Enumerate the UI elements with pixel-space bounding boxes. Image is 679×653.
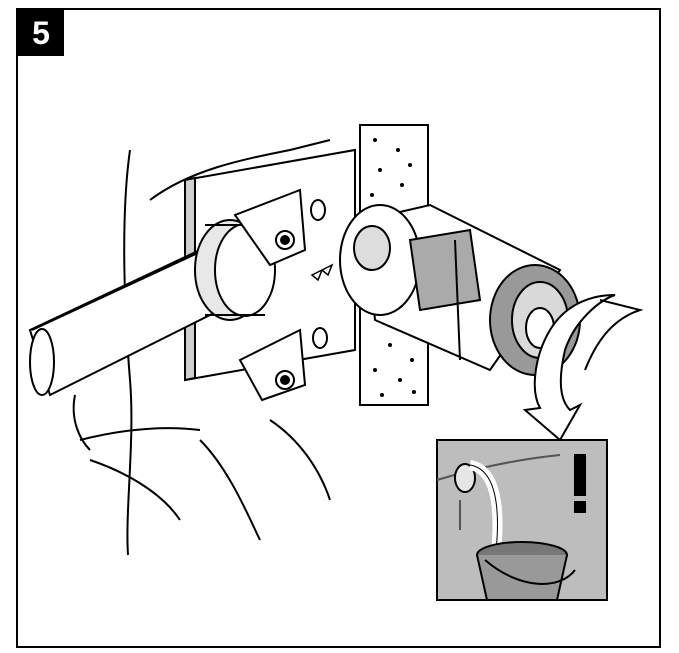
background-sketch — [72, 139, 331, 556]
mounting-bracket-bottom — [238, 327, 328, 402]
rotation-arrow-icon — [522, 294, 644, 442]
mounting-bracket-top — [233, 188, 326, 267]
step-number-badge: 5 — [18, 10, 64, 56]
flow-arrow-marks — [310, 263, 334, 282]
warning-mark-text: ! — [0, 0, 1, 1]
drain-warning-inset: ! — [0, 0, 608, 601]
